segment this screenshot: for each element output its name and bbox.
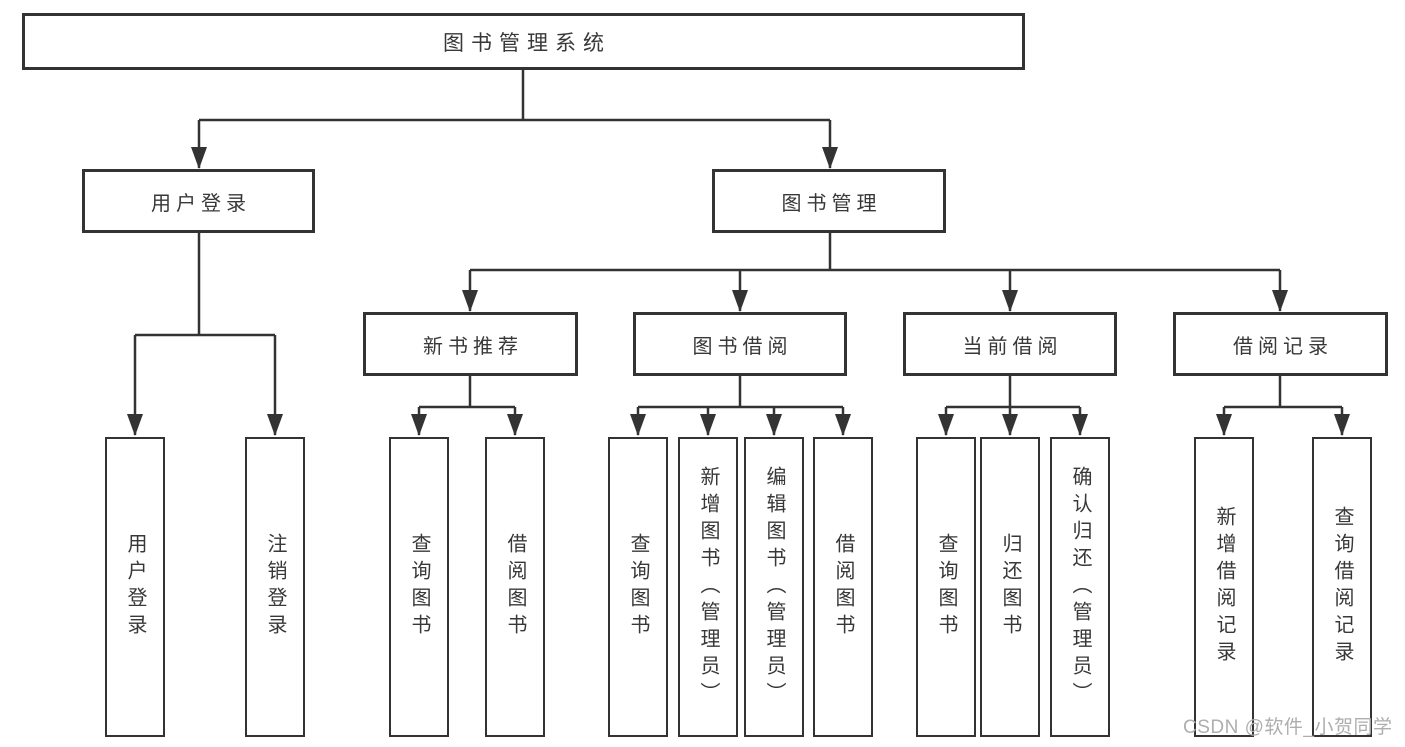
leaf-query-books-current: 查询图书 [916, 437, 976, 737]
leaf-borrow-books: 借阅图书 [813, 437, 873, 737]
leaf-add-books-admin: 新增图书（管理员） [678, 437, 738, 737]
node-user-login-module: 用户登录 [82, 169, 315, 233]
node-label: 图书借阅 [692, 335, 793, 358]
connector-arrows [127, 120, 1350, 436]
node-label: 查询借阅记录 [1331, 506, 1353, 668]
node-label: 确认归还（管理员） [1069, 465, 1091, 709]
node-label: 新增借阅记录 [1213, 506, 1235, 668]
node-label: 图书管理 [781, 192, 882, 215]
leaf-confirm-return-admin: 确认归还（管理员） [1050, 437, 1110, 737]
node-label: 编辑图书（管理员） [763, 465, 785, 709]
leaf-add-borrow-record: 新增借阅记录 [1194, 437, 1254, 737]
node-label: 借阅图书 [504, 533, 526, 641]
leaf-logout: 注销登录 [245, 437, 305, 737]
node-label: 用户登录 [151, 192, 251, 215]
csdn-watermark: CSDN @软件_小贺同学 [1183, 717, 1393, 738]
leaf-borrow-books-recommend: 借阅图书 [485, 437, 545, 737]
node-current-borrowing: 当前借阅 [903, 312, 1117, 376]
node-label: 查询图书 [408, 533, 430, 641]
leaf-query-borrow-record: 查询借阅记录 [1312, 437, 1372, 737]
node-label: 用户登录 [124, 533, 146, 641]
leaf-edit-books-admin: 编辑图书（管理员） [744, 437, 804, 737]
node-label: 借阅记录 [1233, 335, 1333, 358]
node-label: 归还图书 [999, 533, 1021, 641]
leaf-return-books: 归还图书 [980, 437, 1040, 737]
node-label: 当前借阅 [962, 335, 1063, 358]
node-label: 新书推荐 [423, 335, 523, 358]
node-label: 查询图书 [935, 533, 957, 641]
node-book-management-module: 图书管理 [712, 169, 946, 233]
node-label: 新增图书（管理员） [697, 465, 719, 709]
leaf-query-books-borrow: 查询图书 [608, 437, 668, 737]
node-label: 图书管理系统 [443, 31, 611, 55]
leaf-user-login: 用户登录 [105, 437, 165, 737]
connector-trunks [135, 70, 1342, 409]
node-borrowing-records: 借阅记录 [1173, 312, 1388, 376]
node-new-book-recommendation: 新书推荐 [363, 312, 578, 376]
node-book-borrowing: 图书借阅 [633, 312, 847, 376]
node-label: 注销登录 [264, 533, 286, 641]
node-root-system: 图书管理系统 [22, 13, 1025, 70]
leaf-query-books-recommend: 查询图书 [389, 437, 449, 737]
node-label: 查询图书 [627, 533, 649, 641]
node-label: 借阅图书 [832, 533, 854, 641]
